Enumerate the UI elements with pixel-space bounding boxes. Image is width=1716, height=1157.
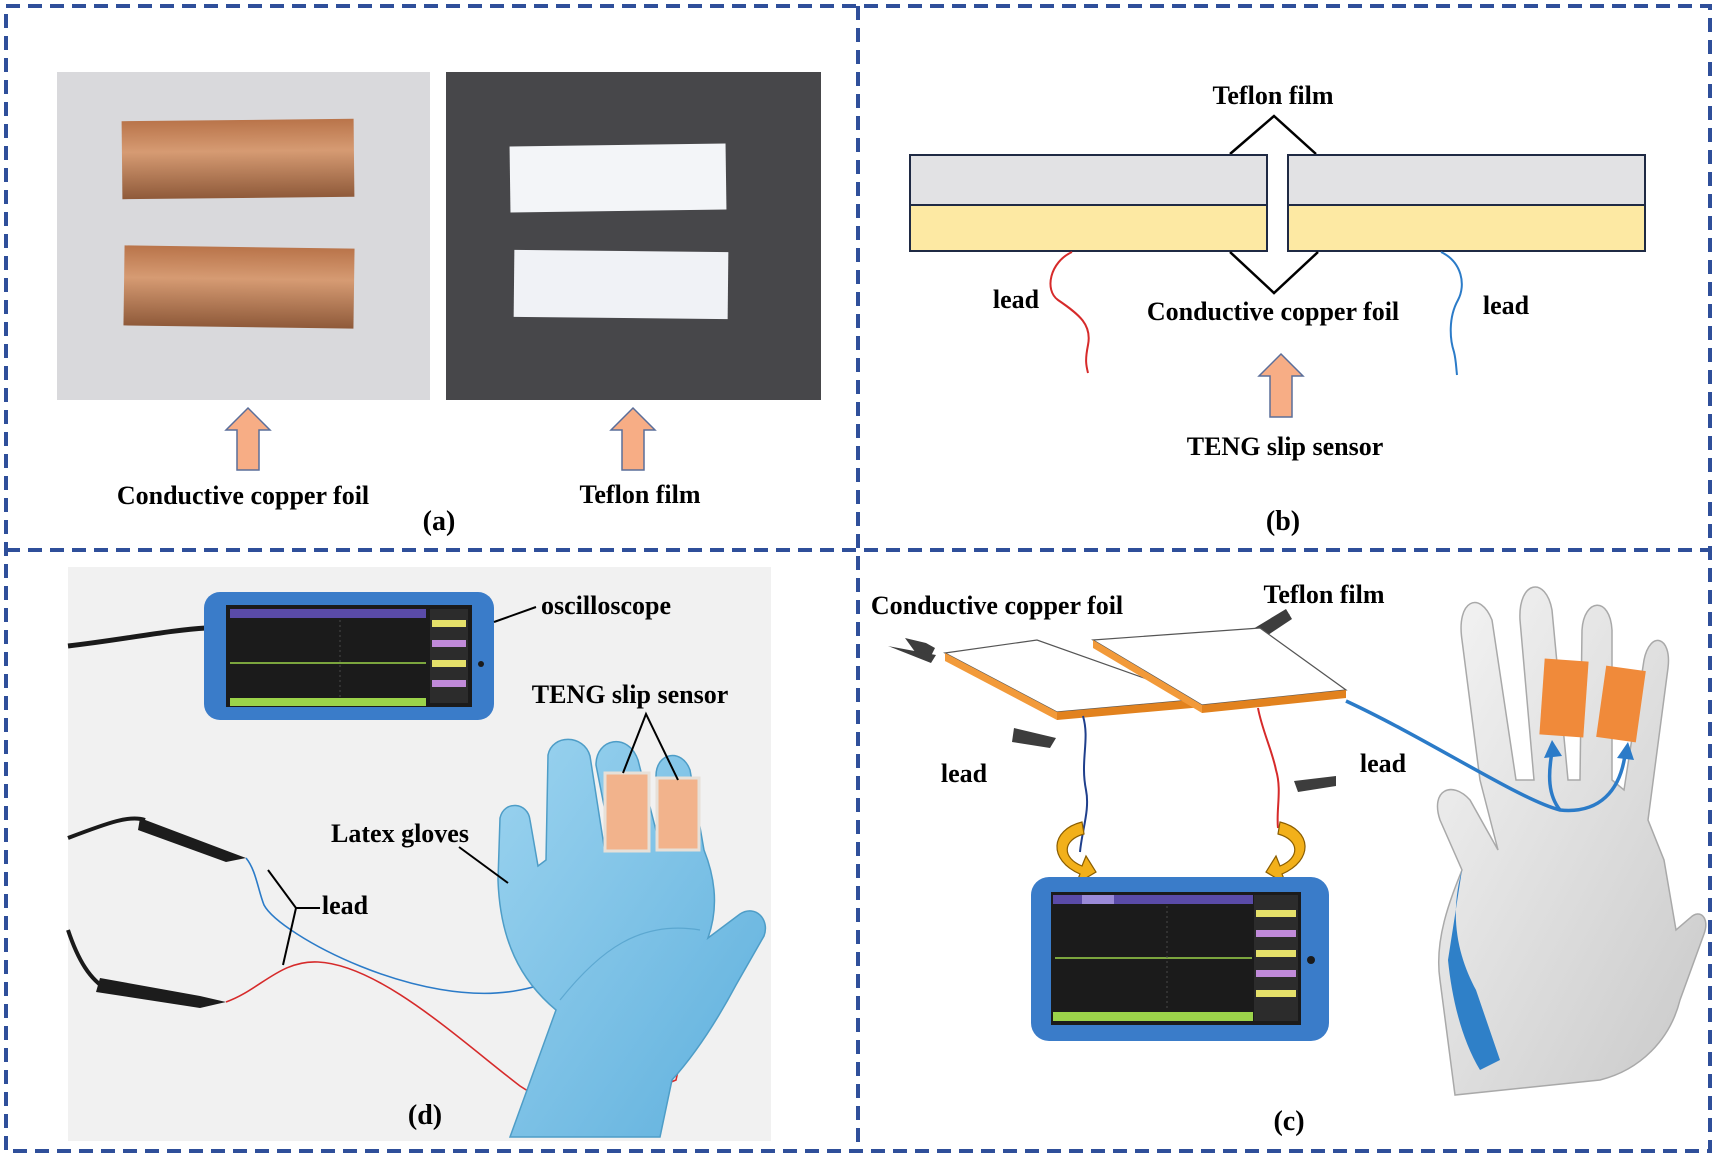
panel-d: oscilloscope TENG slip sensor Latex glov… (66, 567, 771, 1141)
label-lead-right: lead (1360, 749, 1407, 778)
callout-line (267, 869, 320, 909)
label-oscilloscope: oscilloscope (541, 591, 671, 620)
panel-label-d: (d) (408, 1100, 442, 1131)
lead-wire-blue (1440, 251, 1463, 376)
panel-a: Conductive copper foil Teflon film (a) (57, 72, 821, 537)
teflon-layer-right (1287, 154, 1646, 206)
teflon-layer-left (909, 154, 1268, 206)
label-latex-gloves: Latex gloves (331, 819, 469, 848)
pointer-arrow-icon (1012, 728, 1056, 748)
panel-label-b: (b) (1266, 506, 1300, 537)
label-teflon-film: Teflon film (1212, 81, 1333, 110)
lead-wire-red (1049, 251, 1090, 374)
sensor-plate-right (1091, 627, 1348, 713)
teng-sensor-patch (655, 776, 701, 852)
label-lead-right: lead (1483, 291, 1530, 320)
up-arrow-icon (224, 406, 272, 471)
oscilloscope-device (1031, 877, 1329, 1041)
label-conductive-copper-foil: Conductive copper foil (1147, 297, 1399, 326)
lead-wire-red (1257, 707, 1280, 829)
pointer-line-teflon (1229, 114, 1317, 155)
callout-line (282, 907, 297, 966)
label-teng-slip-sensor: TENG slip sensor (532, 680, 729, 709)
teng-sensor-patch (603, 771, 651, 853)
copper-layer-left (909, 204, 1268, 252)
copper-layer-right (1287, 204, 1646, 252)
caption-copper-foil: Conductive copper foil (117, 481, 369, 510)
up-arrow-icon (609, 406, 657, 471)
pointer-arrow-icon (905, 638, 935, 658)
panel-label-c: (c) (1273, 1106, 1304, 1137)
connection-arrow (1547, 751, 1562, 812)
oscilloscope-device (204, 592, 494, 720)
label-teflon-film: Teflon film (1263, 580, 1384, 609)
probe-clip (96, 978, 226, 1008)
curved-arrow-icon (1056, 821, 1097, 886)
panel-c: Conductive copper foil Teflon film lead … (871, 580, 1707, 1137)
label-lead: lead (322, 891, 369, 920)
copper-foil-photo (57, 72, 430, 400)
panel-label-a: (a) (423, 506, 456, 537)
teng-sensor-patch (1539, 658, 1589, 738)
arrowhead-icon (1617, 742, 1634, 760)
up-arrow-icon (1257, 352, 1305, 418)
connection-arrow (1345, 699, 1627, 813)
label-lead-left: lead (941, 759, 988, 788)
caption-teflon-film: Teflon film (579, 480, 700, 509)
teng-sensor-patch (1596, 665, 1646, 743)
pointer-line-copper (1229, 251, 1319, 295)
label-teng-slip-sensor: TENG slip sensor (1187, 432, 1384, 461)
robotic-hand (1436, 586, 1707, 1096)
panel-b: Teflon film lead lead Conductive copper … (909, 81, 1646, 537)
callout-line (458, 846, 509, 884)
label-lead-left: lead (993, 285, 1040, 314)
panel-borders (4, 4, 1712, 1153)
pointer-arrow-icon (1294, 776, 1336, 792)
callout-line (493, 606, 537, 623)
teflon-film-photo (446, 72, 821, 400)
callout-line (622, 711, 679, 781)
pointer-arrow-icon (888, 646, 936, 663)
curved-arrow-icon (1265, 821, 1306, 886)
arrowhead-icon (1544, 740, 1562, 758)
probe-clip (138, 818, 246, 862)
label-conductive-copper-foil: Conductive copper foil (871, 591, 1123, 620)
probe-cable (67, 625, 207, 649)
